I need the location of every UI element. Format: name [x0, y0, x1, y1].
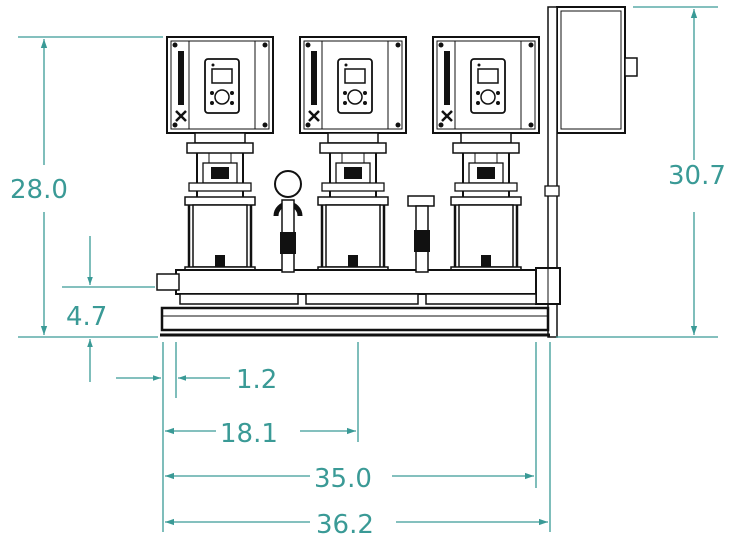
dim-base-height: 4.7 [66, 302, 107, 332]
dimension-lines [18, 6, 718, 532]
manifold [156, 267, 561, 305]
dim-overall-height: 28.0 [10, 175, 68, 205]
isolation-valve [407, 195, 435, 273]
control-cabinet [544, 6, 638, 338]
pump-unit-2 [298, 35, 408, 277]
dim-foot-span: 35.0 [314, 464, 372, 494]
dimension-labels: 28.0 30.7 4.7 1.2 18.1 35.0 36.2 [10, 161, 726, 540]
pump-skid [156, 6, 638, 338]
gauge-valve [273, 170, 303, 273]
base-frame [160, 306, 550, 337]
dim-cabinet-height: 30.7 [668, 161, 726, 191]
dim-base-offset: 1.2 [236, 365, 277, 395]
pump-unit-3 [431, 35, 541, 277]
dim-first-unit-center: 18.1 [220, 419, 278, 449]
dim-overall-width: 36.2 [316, 510, 374, 540]
pump-unit-1 [165, 35, 275, 277]
